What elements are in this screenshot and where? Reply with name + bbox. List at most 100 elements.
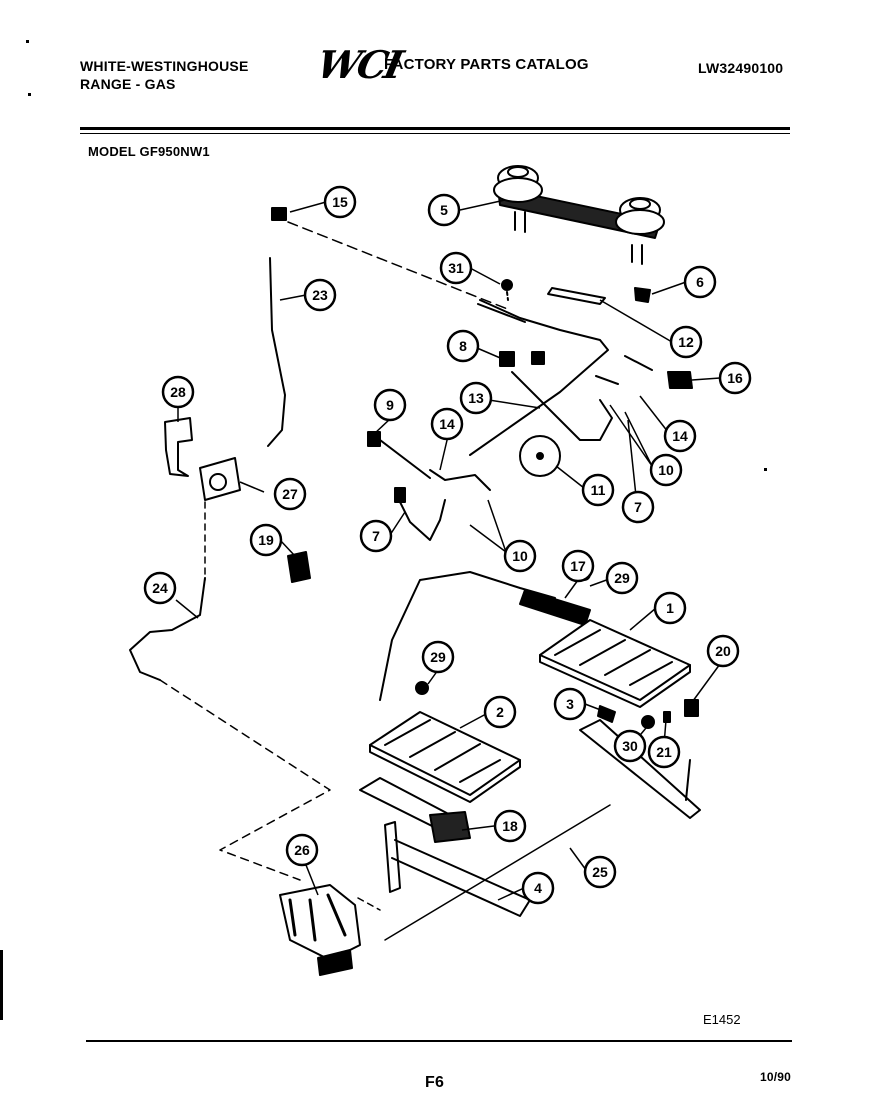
callout-26: 26 xyxy=(285,833,319,867)
callout-circle xyxy=(605,561,639,595)
callout-circle xyxy=(647,735,681,769)
callout-label: 28 xyxy=(170,384,186,400)
callout-13: 13 xyxy=(459,381,493,415)
callout-9: 9 xyxy=(373,388,407,422)
callout-circle xyxy=(143,571,177,605)
callout-circle xyxy=(653,591,687,625)
callout-circle xyxy=(359,519,393,553)
callout-24: 24 xyxy=(143,571,177,605)
callout-label: 23 xyxy=(312,287,328,303)
callout-17: 17 xyxy=(561,549,595,583)
callout-label: 29 xyxy=(614,570,630,586)
callout-label: 3 xyxy=(566,696,574,712)
callout-18: 18 xyxy=(493,809,527,843)
callout-6: 6 xyxy=(683,265,717,299)
callout-circle xyxy=(493,809,527,843)
brand-name: WHITE-WESTINGHOUSE xyxy=(80,58,249,74)
callout-27: 27 xyxy=(273,477,307,511)
callout-label: 16 xyxy=(727,370,743,386)
callout-2: 2 xyxy=(483,695,517,729)
callout-label: 20 xyxy=(715,643,731,659)
callout-label: 29 xyxy=(430,649,446,665)
callout-circle xyxy=(459,381,493,415)
callout-circle xyxy=(373,388,407,422)
product-type: RANGE - GAS xyxy=(80,76,176,92)
callout-circle xyxy=(581,473,615,507)
callout-19: 19 xyxy=(249,523,283,557)
callout-29a: 29 xyxy=(605,561,639,595)
callout-circle xyxy=(483,695,517,729)
callout-label: 7 xyxy=(372,528,380,544)
callout-circle xyxy=(303,278,337,312)
callout-label: 14 xyxy=(439,416,455,432)
header-rule-thin xyxy=(80,133,790,134)
callout-label: 25 xyxy=(592,864,608,880)
callout-circle xyxy=(439,251,473,285)
callout-circle xyxy=(161,375,195,409)
callout-label: 1 xyxy=(666,600,674,616)
callout-7b: 7 xyxy=(621,490,655,524)
catalog-title: FACTORY PARTS CATALOG xyxy=(384,56,589,73)
callout-circle xyxy=(718,361,752,395)
callout-label: 10 xyxy=(512,548,528,564)
callout-circle xyxy=(446,329,480,363)
callout-circle xyxy=(706,634,740,668)
callout-10b: 10 xyxy=(503,539,537,573)
callout-label: 14 xyxy=(672,428,688,444)
revision-date: 10/90 xyxy=(760,1070,792,1084)
callout-label: 26 xyxy=(294,842,310,858)
callout-28: 28 xyxy=(161,375,195,409)
callout-label: 5 xyxy=(440,202,448,218)
callout-20: 20 xyxy=(706,634,740,668)
callout-label: 30 xyxy=(622,738,638,754)
callout-circle xyxy=(503,539,537,573)
callout-21: 21 xyxy=(647,735,681,769)
callout-circle xyxy=(561,549,595,583)
callout-14b: 14 xyxy=(663,419,697,453)
callout-25: 25 xyxy=(583,855,617,889)
callout-label: 11 xyxy=(591,482,606,498)
callout-label: 18 xyxy=(502,818,518,834)
callout-circle xyxy=(683,265,717,299)
callout-circle xyxy=(285,833,319,867)
callout-circle xyxy=(323,185,357,219)
callout-circle xyxy=(669,325,703,359)
callout-label: 27 xyxy=(282,486,298,502)
callout-circle xyxy=(663,419,697,453)
callout-circle xyxy=(421,640,455,674)
callout-circle xyxy=(427,193,461,227)
callout-circle xyxy=(583,855,617,889)
callout-circle xyxy=(430,407,464,441)
callout-circle xyxy=(553,687,587,721)
callout-label: 19 xyxy=(258,532,274,548)
callout-circle xyxy=(273,477,307,511)
callout-circle xyxy=(613,729,647,763)
callout-7a: 7 xyxy=(359,519,393,553)
callout-circle xyxy=(521,871,555,905)
callout-label: 9 xyxy=(386,397,394,413)
model-number: MODEL GF950NW1 xyxy=(88,144,210,159)
callout-label: 21 xyxy=(656,744,672,760)
callout-label: 2 xyxy=(496,704,504,720)
callout-label: 24 xyxy=(152,580,168,596)
callout-label: 7 xyxy=(634,499,642,515)
callout-4: 4 xyxy=(521,871,555,905)
callout-23: 23 xyxy=(303,278,337,312)
callout-10a: 10 xyxy=(649,453,683,487)
footer-rule xyxy=(86,1040,792,1042)
catalog-number: LW32490100 xyxy=(698,60,784,76)
callout-label: 13 xyxy=(468,390,484,406)
callout-label: 12 xyxy=(678,334,694,350)
page-number: F6 xyxy=(425,1074,445,1091)
callout-30: 30 xyxy=(613,729,647,763)
scan-artifacts xyxy=(0,40,767,1020)
callout-11: 11 xyxy=(581,473,615,507)
callout-3: 3 xyxy=(553,687,587,721)
part-drawings xyxy=(129,165,701,976)
callout-5: 5 xyxy=(427,193,461,227)
callout-label: 6 xyxy=(696,274,704,290)
callout-label: 17 xyxy=(570,558,586,574)
callout-16: 16 xyxy=(718,361,752,395)
